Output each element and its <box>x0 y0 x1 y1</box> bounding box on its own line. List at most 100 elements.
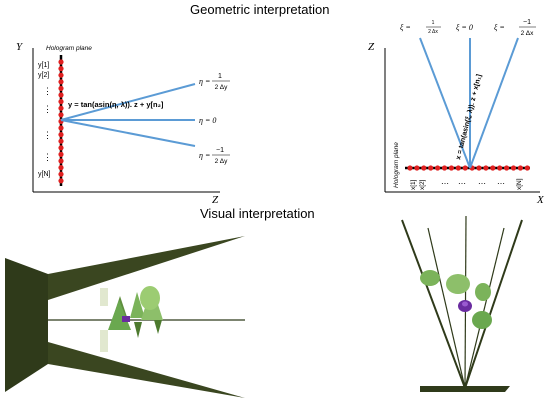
pixel-label-dots: ⋮ <box>43 104 52 114</box>
pixel-label-1: x[1] <box>410 179 417 190</box>
ray-eta-negative <box>60 119 196 147</box>
svg-text:2 Δy: 2 Δy <box>215 158 228 165</box>
svg-text:ξ =: ξ = <box>494 23 505 32</box>
ray-xi-negative <box>469 37 519 169</box>
hologram-pixel <box>58 92 64 98</box>
hologram-pixel <box>58 99 64 105</box>
ray-plane-right <box>464 219 523 389</box>
prism-upper-wedge <box>48 236 245 300</box>
hologram-pixel <box>435 165 441 171</box>
hologram-pixel <box>58 125 64 131</box>
plant-scene <box>420 270 492 329</box>
svg-text:1: 1 <box>432 20 435 26</box>
ray-eta-positive <box>60 83 196 121</box>
pixel-label-dots: ⋯ <box>441 179 449 188</box>
hologram-pixel <box>58 105 64 111</box>
hologram-pixel <box>58 138 64 144</box>
hologram-pixel <box>58 72 64 78</box>
visual-heading: Visual interpretation <box>200 206 315 221</box>
x-axis-label: X <box>536 194 545 206</box>
speckle-band <box>100 288 108 306</box>
right-geometric-panel: Z X Hologram plane x = tan(asin(ξ, λ)). … <box>368 19 545 206</box>
svg-text:2 Δx: 2 Δx <box>428 29 438 35</box>
pixel-label-dots: ⋯ <box>478 179 486 188</box>
svg-text:η =: η = <box>199 77 210 86</box>
z-axis-label: Z <box>368 41 375 53</box>
hologram-pixel <box>476 165 482 171</box>
right-visual-render <box>401 215 523 392</box>
hologram-pixel <box>490 165 496 171</box>
hologram-pixel <box>483 165 489 171</box>
pixel-label-2: x[2] <box>419 179 426 190</box>
hologram-pixel <box>504 165 510 171</box>
eta-label-zero: η = 0 <box>199 116 216 125</box>
svg-text:2 Δy: 2 Δy <box>215 84 228 91</box>
hologram-pixel <box>497 165 503 171</box>
svg-text:ξ =: ξ = <box>400 23 411 32</box>
hologram-plane-label: Hologram plane <box>393 142 400 188</box>
ray-equation: y = tan(asin(η, λ)). z + y[n₂] <box>68 100 164 109</box>
pixel-label-n: x[N] <box>516 178 523 190</box>
hologram-pixels <box>407 165 530 171</box>
xi-label-zero: ξ = 0 <box>456 23 473 32</box>
hologram-pixel <box>510 165 517 171</box>
hologram-pixel <box>58 85 64 91</box>
xi-label-positive: ξ = 1 2 Δx <box>400 20 441 35</box>
prism-lower-wedge <box>48 342 245 398</box>
pixel-label-dots: ⋯ <box>458 179 466 188</box>
svg-text:η =: η = <box>199 151 210 160</box>
hologram-pixel <box>517 165 524 171</box>
pixel-label-dots: ⋮ <box>43 152 52 162</box>
plant-scene <box>108 286 163 338</box>
hologram-pixel <box>407 165 413 171</box>
svg-text:2 Δx: 2 Δx <box>521 30 534 37</box>
left-visual-render <box>5 236 245 398</box>
hologram-pixel <box>58 59 64 65</box>
hologram-pixel <box>524 165 530 171</box>
prism-back-face <box>5 258 48 392</box>
pixel-label-2: y[2] <box>38 72 49 79</box>
svg-text:−1: −1 <box>216 147 224 154</box>
ray-plane-left-inner <box>427 227 466 389</box>
pixel-label-dots: ⋮ <box>43 130 52 140</box>
ray-xi-positive <box>419 37 471 169</box>
hologram-pixel <box>58 151 64 157</box>
y-axis-label: Y <box>16 41 24 53</box>
hologram-pixel <box>455 165 461 171</box>
hologram-pixel <box>58 158 64 164</box>
hologram-pixel <box>462 165 468 171</box>
xi-label-negative: ξ = −1 2 Δx <box>494 19 536 37</box>
eta-label-positive: η = 1 2 Δy <box>199 73 230 91</box>
pixel-label-dots: ⋯ <box>497 179 505 188</box>
ray-plane-left <box>401 219 466 389</box>
left-geometric-panel: Y Z Hologram plane y[1] y[2] ⋮ ⋮ ⋮ ⋮ y[N… <box>16 41 230 206</box>
svg-text:1: 1 <box>218 73 222 80</box>
hologram-pixels <box>58 59 64 184</box>
hologram-pixel <box>58 79 64 85</box>
hologram-pixel <box>58 112 64 118</box>
z-axis-label: Z <box>212 194 219 206</box>
ray-equation: x = tan(asin(ξ, λ)). z + x[n₁] <box>454 73 483 160</box>
hologram-pixel <box>58 171 64 177</box>
geometric-heading: Geometric interpretation <box>190 2 330 17</box>
speckle-band <box>100 330 108 352</box>
hologram-pixel <box>58 165 64 171</box>
hologram-plane-label: Hologram plane <box>46 45 92 52</box>
hologram-pixel <box>58 66 64 72</box>
pixel-label-n: y[N] <box>38 171 51 178</box>
pixel-label-dots: ⋮ <box>43 86 52 96</box>
hologram-pixel <box>58 178 64 184</box>
eta-label-negative: η = −1 2 Δy <box>199 147 230 165</box>
hologram-pixel <box>414 165 420 171</box>
ray-plane-right-inner <box>464 227 505 389</box>
hologram-pixel <box>441 165 448 171</box>
svg-text:−1: −1 <box>523 19 531 26</box>
hologram-pixel <box>421 165 427 171</box>
hologram-pixel <box>58 132 64 138</box>
hologram-pixel <box>428 165 434 171</box>
base-plate <box>420 386 510 392</box>
hologram-pixel <box>448 165 454 171</box>
pixel-label-1: y[1] <box>38 62 49 69</box>
hologram-pixel <box>58 145 64 151</box>
